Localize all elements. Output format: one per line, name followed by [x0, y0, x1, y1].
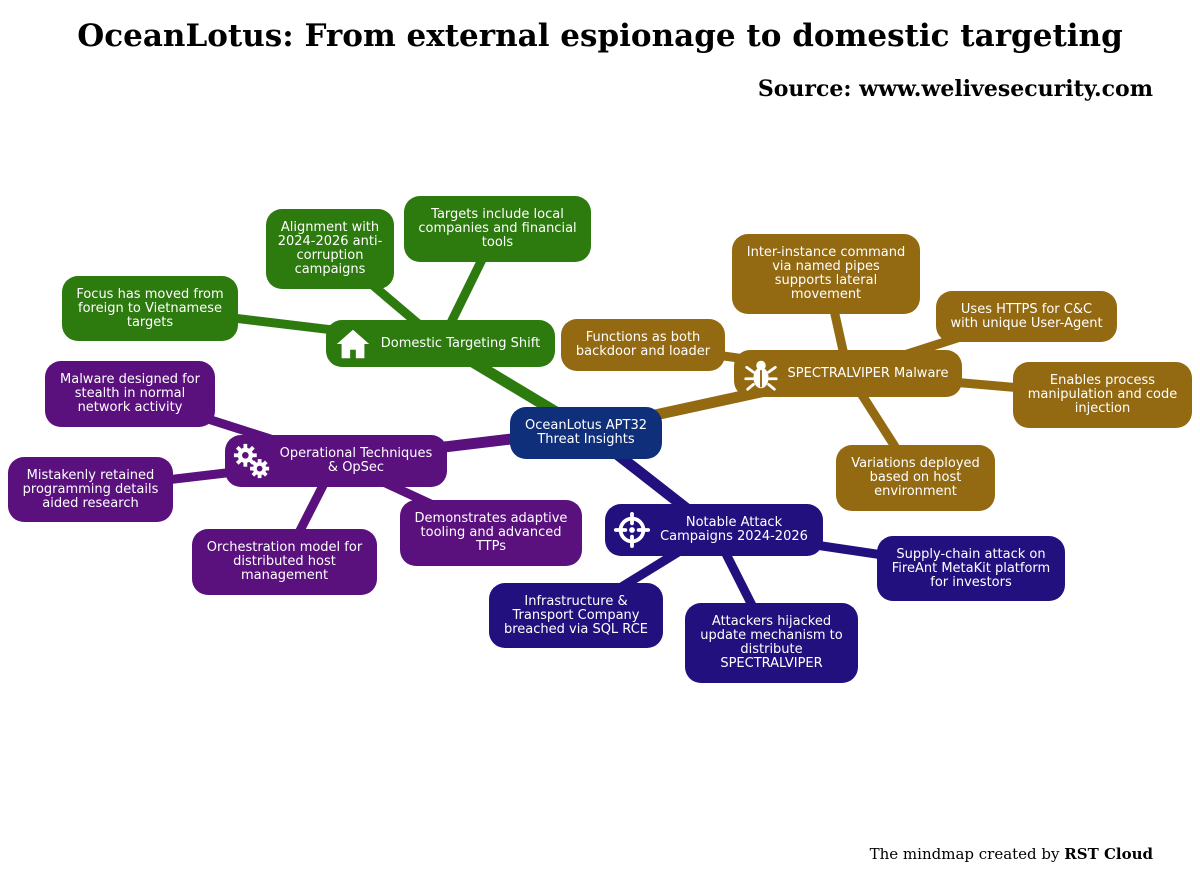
branch-opsec-label: Operational Techniques & OpSec	[279, 446, 433, 475]
malware-item-5: Variations deployed based on host enviro…	[836, 445, 995, 511]
bug-icon	[744, 360, 778, 391]
branch-campaigns: Notable Attack Campaigns 2024-2026	[605, 504, 823, 556]
center-label: OceanLotus APT32 Threat Insights	[524, 418, 647, 447]
opsec-item-3: Orchestration model for distributed host…	[192, 529, 377, 595]
campaigns-item-1: Supply-chain attack on FireAnt MetaKit p…	[877, 536, 1065, 601]
campaigns-item-3: Infrastructure & Transport Company breac…	[489, 583, 663, 648]
opsec-item-2: Mistakenly retained programming details …	[8, 457, 173, 522]
credit-line: The mindmap created by RST Cloud	[870, 845, 1153, 863]
campaigns-item-2: Attackers hijacked update mechanism to d…	[685, 603, 858, 683]
branch-domestic-label: Domestic Targeting Shift	[380, 335, 541, 351]
center-node: OceanLotus APT32 Threat Insights	[510, 407, 662, 459]
branch-domestic: Domestic Targeting Shift	[326, 320, 555, 367]
malware-item-2: Inter-instance command via named pipes s…	[732, 234, 920, 314]
crosshair-icon	[613, 511, 651, 549]
malware-item-4: Enables process manipulation and code in…	[1013, 362, 1192, 428]
opsec-item-1: Malware designed for stealth in normal n…	[45, 361, 215, 427]
domestic-item-3: Targets include local companies and fina…	[404, 196, 591, 262]
malware-item-3: Uses HTTPS for C&C with unique User-Agen…	[936, 291, 1117, 342]
opsec-item-4: Demonstrates adaptive tooling and advanc…	[400, 500, 582, 566]
source-label: Source: www.welivesecurity.com	[757, 76, 1153, 102]
branch-campaigns-label: Notable Attack Campaigns 2024-2026	[660, 515, 808, 544]
domestic-item-2: Alignment with 2024-2026 anti-corruption…	[266, 209, 394, 289]
branch-opsec: Operational Techniques & OpSec	[225, 435, 447, 487]
malware-item-1: Functions as both backdoor and loader	[561, 319, 725, 371]
gears-icon	[233, 443, 270, 479]
branch-malware: SPECTRALVIPER Malware	[734, 350, 962, 397]
house-icon	[336, 329, 370, 358]
credit-prefix: The mindmap created by	[869, 845, 1060, 863]
credit-brand: RST Cloud	[1064, 845, 1153, 863]
domestic-item-1: Focus has moved from foreign to Vietname…	[62, 276, 238, 341]
branch-malware-label: SPECTRALVIPER Malware	[787, 365, 949, 381]
page-title: OceanLotus: From external espionage to d…	[77, 18, 1123, 54]
